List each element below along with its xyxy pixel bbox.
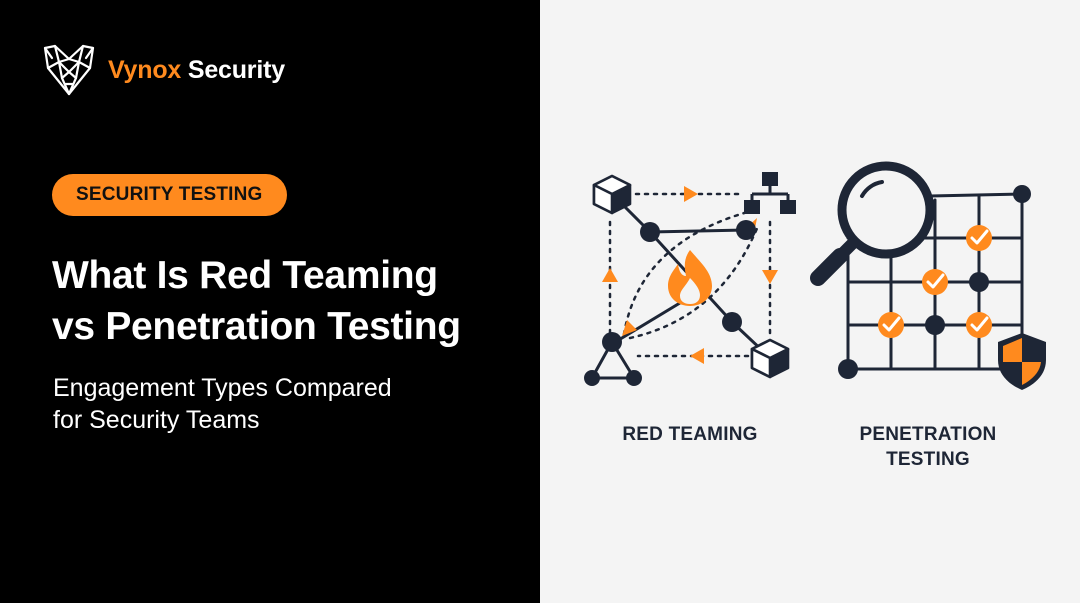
penetration-testing-label-line-1: PENETRATION: [859, 424, 997, 445]
page-subtitle-line-1: Engagement Types Compared: [53, 374, 392, 402]
checkmark-icon: [966, 225, 992, 251]
hero-right-panel: [540, 0, 1080, 603]
cube-icon: [592, 174, 632, 215]
red-teaming-illustration: [584, 172, 796, 386]
checkmark-icon: [878, 312, 904, 338]
fire-icon: [668, 250, 712, 306]
penetration-testing-illustration: [810, 161, 1046, 390]
triangle-network-icon: [584, 333, 642, 386]
penetration-testing-label-line-2: TESTING: [886, 449, 970, 470]
brand-suffix: Security: [181, 55, 285, 84]
page-subtitle-line-2: for Security Teams: [53, 406, 260, 434]
brand-wordmark: Vynox Security: [108, 56, 285, 85]
penetration-testing-caption: PENETRATION TESTING: [828, 422, 1028, 472]
page-title: What Is Red Teaming vs Penetration Testi…: [52, 250, 532, 352]
page-subtitle: Engagement Types Compared for Security T…: [53, 372, 513, 436]
category-badge: SECURITY TESTING: [52, 174, 287, 216]
fox-head-logo: [43, 44, 95, 96]
brand: Vynox Security: [42, 44, 285, 96]
checkmark-icon: [922, 269, 948, 295]
page-title-line-1: What Is Red Teaming: [52, 254, 438, 297]
hero-left-panel: Vynox Security SECURITY TESTING What Is …: [0, 0, 540, 603]
red-teaming-label: RED TEAMING: [622, 424, 758, 445]
brand-name: Vynox: [108, 55, 182, 84]
network-hierarchy-icon: [744, 172, 796, 214]
page-title-line-2: vs Penetration Testing: [52, 305, 461, 348]
red-teaming-caption: RED TEAMING: [600, 422, 780, 447]
shield-icon: [998, 333, 1046, 390]
checkmark-icon: [966, 312, 992, 338]
cube-icon: [750, 338, 790, 379]
magnifying-glass-icon: [810, 161, 935, 286]
